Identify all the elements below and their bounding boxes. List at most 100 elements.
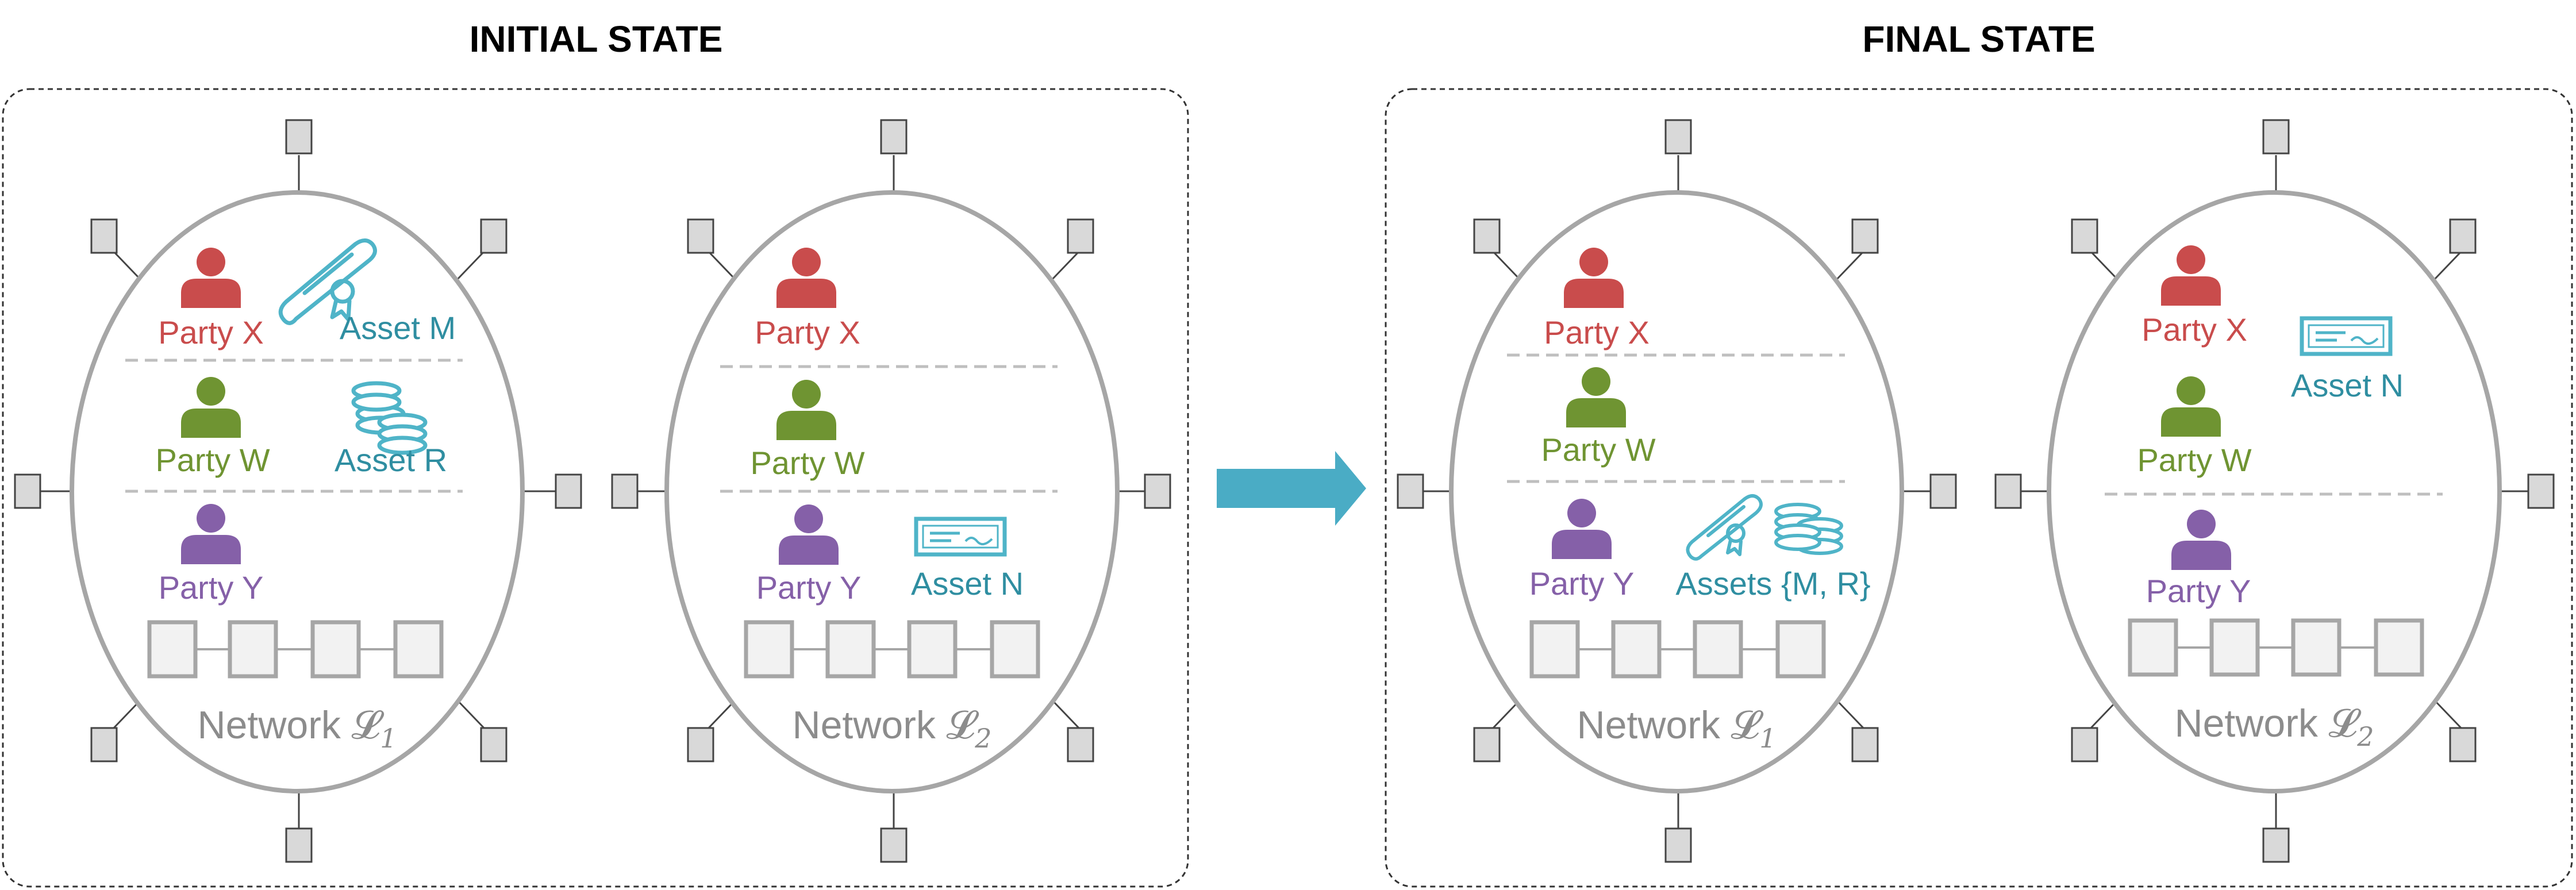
network-nodes (633, 155, 1151, 829)
ledger-block (310, 620, 361, 679)
network-label: Network 𝓛2 (2175, 702, 2374, 752)
node (2449, 218, 2477, 254)
party-label: Party X (755, 314, 860, 350)
network-label: Network 𝓛1 (1577, 703, 1777, 754)
node (1144, 473, 1171, 509)
ledger-block (744, 620, 794, 679)
node (90, 727, 118, 762)
node (480, 218, 507, 254)
bank-check-icon (914, 517, 1007, 557)
party-w-person-icon (776, 380, 836, 440)
party-label: Party Y (2146, 573, 2251, 609)
node (285, 119, 313, 155)
party-y-person-icon (779, 504, 839, 565)
node (285, 827, 313, 863)
ledger-block (1611, 620, 1662, 679)
ledger-block (825, 620, 876, 679)
party-w-person-icon (2161, 376, 2221, 437)
right-arrow-icon (1217, 451, 1366, 526)
network-node-boxes (1397, 119, 1957, 863)
party-label: Party W (2137, 442, 2251, 478)
party-y-person-icon (2171, 510, 2231, 570)
node (1067, 218, 1094, 254)
node (880, 119, 908, 155)
ledger-block (2128, 618, 2178, 677)
diploma-and-coins-icon (1686, 494, 1843, 561)
network-boundary (664, 190, 1120, 793)
node (1994, 473, 2022, 509)
node (687, 727, 714, 762)
node (2527, 473, 2555, 509)
party-label: Party Y (159, 569, 264, 606)
node (2262, 827, 2290, 863)
ledger-block (228, 620, 278, 679)
ledger-block (2374, 618, 2424, 677)
party-label: Party W (750, 445, 864, 481)
node (1473, 218, 1501, 254)
network-final-1: Party X Party W Party Y (1397, 119, 1957, 863)
party-label: Party W (1541, 431, 1655, 468)
network-label: Network 𝓛1 (198, 703, 397, 754)
ledger-block (2291, 618, 2342, 677)
node (1851, 218, 1879, 254)
node (611, 473, 639, 509)
network-initial-2: Party X Party W Party Y Asset N Network … (611, 119, 1171, 863)
party-x-person-icon (181, 248, 241, 308)
party-label: Party X (1544, 314, 1650, 350)
network-boundary (1449, 190, 1904, 793)
panel-title-initial: INITIAL STATE (470, 18, 723, 60)
bank-check-icon (2300, 316, 2393, 356)
ledger-block (147, 620, 198, 679)
node (1851, 727, 1879, 762)
network-nodes (39, 155, 556, 829)
ledger-block (1693, 620, 1743, 679)
network-boundary (70, 190, 525, 793)
node (480, 727, 507, 762)
ledger-block (2209, 618, 2260, 677)
asset-label: Assets {M, R} (1675, 565, 1870, 602)
asset-label: Asset M (340, 310, 456, 346)
node (1397, 473, 1424, 509)
panel-frame-final (1385, 88, 2573, 888)
network-initial-1: Party X Asset M Party W Asset R (14, 119, 582, 863)
node (1664, 119, 1692, 155)
ledger-block (1529, 620, 1580, 679)
network-final-2: Party X Asset N Party W Party Y Network … (1994, 119, 2555, 863)
network-nodes (2016, 155, 2533, 829)
node (1664, 827, 1692, 863)
node (1067, 727, 1094, 762)
node (14, 473, 41, 509)
network-node-boxes (14, 119, 582, 863)
party-y-person-icon (181, 504, 241, 564)
party-w-person-icon (181, 377, 241, 438)
ledger-block (907, 620, 958, 679)
node (1473, 727, 1501, 762)
ledger-block (1775, 620, 1826, 679)
node (1929, 473, 1957, 509)
node (687, 218, 714, 254)
asset-label: Asset N (911, 565, 1024, 602)
diploma-scroll-icon (278, 238, 377, 325)
node (90, 218, 118, 254)
party-label: Party W (155, 442, 270, 478)
party-x-person-icon (776, 248, 836, 308)
network-node-boxes (1994, 119, 2555, 863)
panel-title-final: FINAL STATE (1862, 18, 2095, 60)
node (555, 473, 582, 509)
party-y-person-icon (1552, 499, 1612, 559)
ledger-chain (744, 620, 1040, 679)
party-label: Party Y (1529, 565, 1635, 602)
coin-stack-icon (351, 381, 428, 455)
ledger-chain (147, 620, 444, 679)
node (880, 827, 908, 863)
asset-label: Asset R (335, 442, 447, 478)
network-label: Network 𝓛2 (793, 703, 992, 754)
panel-frame-initial (2, 88, 1189, 888)
asset-label: Asset N (2291, 367, 2404, 403)
party-x-person-icon (1564, 248, 1624, 308)
party-label: Party X (2141, 311, 2247, 348)
ledger-chain (2128, 618, 2424, 677)
ledger-block (990, 620, 1040, 679)
ledger-block (393, 620, 444, 679)
